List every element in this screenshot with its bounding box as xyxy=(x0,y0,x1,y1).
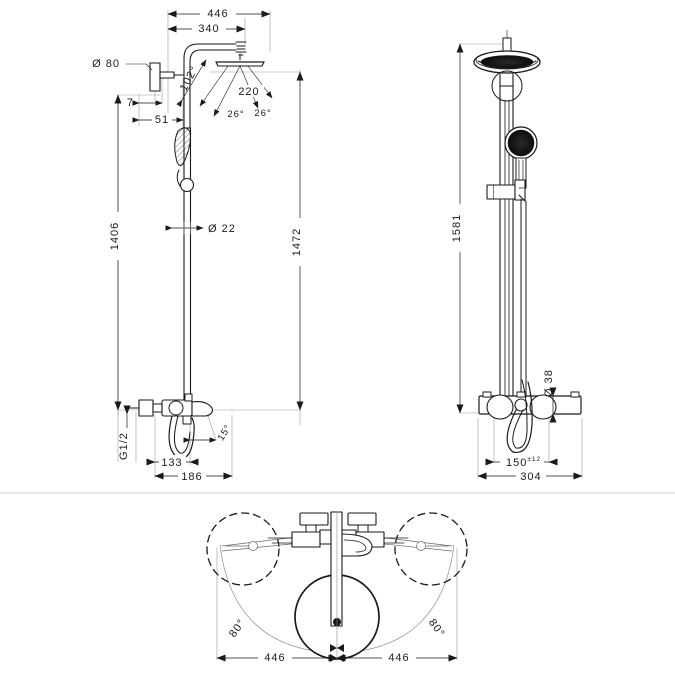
dim-220-spray: 220 26° 26° xyxy=(199,65,273,120)
dim-label-G12: G1/2 xyxy=(118,432,130,460)
dim-label-186: 186 xyxy=(181,471,202,483)
dim-1581: 1581 xyxy=(451,43,467,414)
hand-shower-side xyxy=(174,127,191,167)
overhead-shower-head-front xyxy=(473,29,541,102)
dim-51: 51 xyxy=(132,113,184,126)
view-plan: 80° 80° 446 446 xyxy=(206,511,468,664)
dim-label-1406: 1406 xyxy=(109,222,121,250)
shower-holder-bracket xyxy=(486,179,527,396)
thermostatic-mixer-front xyxy=(128,393,213,460)
dim-label-340-top: 340 xyxy=(198,23,219,35)
dim-label-304: 304 xyxy=(520,471,541,483)
plan-center-marker xyxy=(330,644,344,662)
dim-label-dia80: Ø 80 xyxy=(92,58,120,70)
dim-446-left: 446 xyxy=(216,651,338,664)
dim-label-26deg-right: 26° xyxy=(254,108,271,119)
view-side-elevation: 1581 Ø 38 150±12 xyxy=(451,29,583,483)
dim-G12: G1/2 xyxy=(118,405,134,463)
dim-133: 133 xyxy=(146,455,199,469)
dim-label-80deg-right: 80° xyxy=(426,617,447,640)
dim-label-7: 7 xyxy=(127,97,134,109)
dim-7: 7 xyxy=(127,97,163,109)
dim-dia80-leader: Ø 80 xyxy=(92,58,153,71)
overhead-shower-head-side xyxy=(215,41,265,67)
dim-label-446-right: 446 xyxy=(388,652,409,664)
dim-label-102deg: 102° xyxy=(178,64,201,93)
shower-arm-plan xyxy=(330,511,343,661)
dim-186: 186 xyxy=(154,469,233,483)
view-front-elevation: 446 340 1 xyxy=(92,7,307,483)
wall-connector-block xyxy=(149,62,185,92)
dim-1406: 1406 xyxy=(109,94,125,411)
dim-label-26deg-left: 26° xyxy=(227,109,244,120)
dim-label-1581: 1581 xyxy=(451,214,463,242)
dim-304: 304 xyxy=(477,469,583,483)
dim-1472: 1472 xyxy=(291,71,307,411)
dim-label-dia22: Ø 22 xyxy=(208,223,236,235)
hand-shower-front xyxy=(504,126,538,189)
shower-holder-ring xyxy=(179,177,195,193)
dim-340-top: 340 xyxy=(167,22,246,35)
dim-label-446-top: 446 xyxy=(207,8,228,20)
dim-446-right: 446 xyxy=(336,651,458,664)
dim-15deg: 15° xyxy=(183,415,235,443)
dim-label-220: 220 xyxy=(238,86,259,98)
riser-pipe-assembly xyxy=(174,127,195,411)
dim-label-150: 150±12 xyxy=(506,456,541,469)
dim-label-446-left: 446 xyxy=(264,652,285,664)
dim-label-51: 51 xyxy=(155,114,169,126)
dim-dia38: Ø 38 xyxy=(543,369,557,423)
dim-label-1472: 1472 xyxy=(291,228,303,256)
riser-pipes-side xyxy=(499,73,514,411)
dim-label-15deg: 15° xyxy=(216,422,235,443)
dim-dia22: Ø 22 xyxy=(165,221,236,235)
dim-label-80deg-left: 80° xyxy=(227,617,248,640)
dim-150: 150±12 xyxy=(485,455,558,469)
dim-label-133: 133 xyxy=(161,457,182,469)
spray-swing-circles xyxy=(206,512,468,586)
dim-label-dia38: Ø 38 xyxy=(543,369,555,397)
dim-102deg: 102° xyxy=(176,59,207,107)
dim-446-top: 446 xyxy=(167,7,271,20)
